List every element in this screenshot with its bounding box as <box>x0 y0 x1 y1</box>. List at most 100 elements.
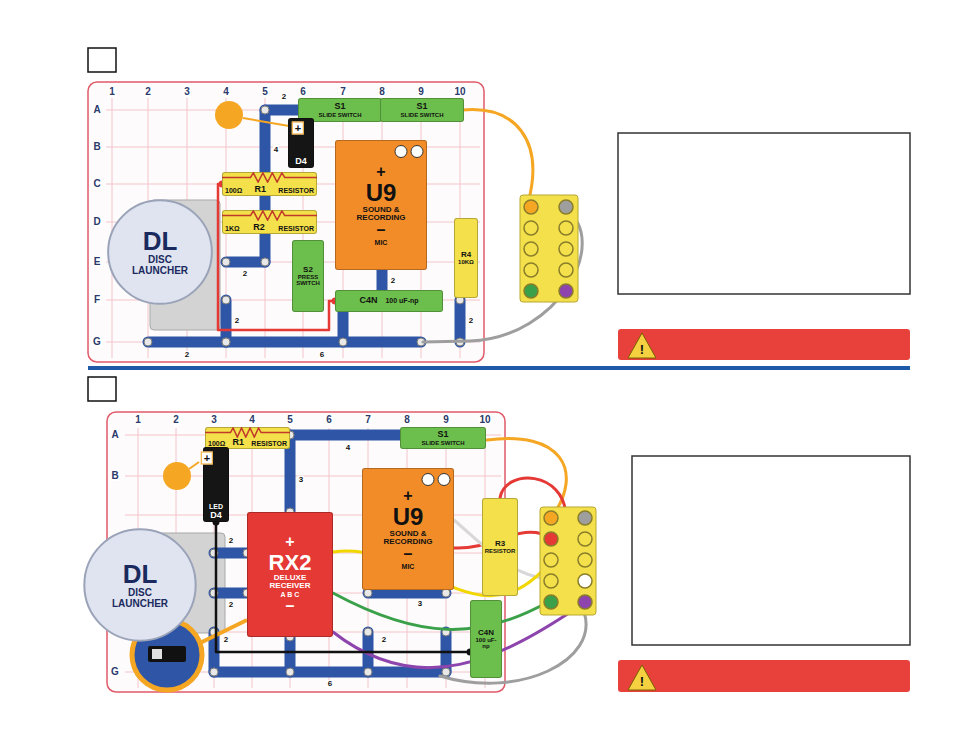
grid-coordinate: 3 <box>210 415 218 425</box>
resistor-zigzag <box>222 211 317 220</box>
part-text: RESISTOR <box>278 187 314 194</box>
snap-stud <box>339 338 347 346</box>
snap-number: 4 <box>345 444 351 452</box>
snap-stud <box>286 668 294 676</box>
resistor: R1100ΩRESISTOR <box>205 427 290 449</box>
part-text: D4 <box>295 157 307 166</box>
part-text: SOUND & RECORDING <box>350 206 412 223</box>
base-grid <box>88 82 484 362</box>
part-text: MIC <box>375 239 388 246</box>
snap-number: 2 <box>234 317 240 325</box>
terminal-hole <box>578 595 592 609</box>
grid-coordinate: 5 <box>261 87 269 97</box>
part-text: MIC <box>402 563 415 570</box>
terminal-hole <box>524 263 538 277</box>
part-text: DL <box>123 561 158 588</box>
terminal-hole <box>524 284 538 298</box>
terminal-hole <box>524 221 538 235</box>
grid-coordinate: E <box>93 257 102 267</box>
disc-launcher: DLDISC LAUNCHER <box>82 527 198 643</box>
snap-wire <box>214 548 247 559</box>
note-box <box>618 133 910 294</box>
snap-number: 2 <box>242 270 248 278</box>
snap-number: 6 <box>327 680 333 688</box>
part-text: + <box>285 534 294 551</box>
jumper-wires <box>333 110 586 684</box>
resistor-symbol <box>222 210 317 221</box>
snap-number: 3 <box>417 600 423 608</box>
part-text: 10KΩ <box>458 259 474 265</box>
knob <box>395 146 407 158</box>
terminal-hole <box>559 200 573 214</box>
snap-stud <box>261 258 269 266</box>
snap-number: 3 <box>298 476 304 484</box>
part-text: – <box>286 598 295 615</box>
snap-stud <box>222 338 230 346</box>
part-text: S1 <box>416 102 427 111</box>
snap-number: 2 <box>281 93 287 101</box>
snap-number: 2 <box>381 636 387 644</box>
grid-coordinate: 7 <box>364 415 372 425</box>
grid-coordinate: G <box>110 667 120 677</box>
grid-coordinate: 7 <box>339 87 347 97</box>
knobs <box>394 144 424 159</box>
grid-coordinate: 1 <box>134 415 142 425</box>
slide-switch: S1SLIDE SWITCH <box>400 427 486 449</box>
snap-stud <box>364 628 372 636</box>
resistor: R410KΩ <box>454 218 478 298</box>
capacitor: C4N100 uF-np <box>335 290 443 312</box>
grid-coordinate: B <box>110 471 119 481</box>
grid-coordinate: 5 <box>286 415 294 425</box>
snap-number: 2 <box>184 351 190 359</box>
disc-launcher: DLDISC LAUNCHER <box>106 198 214 306</box>
leader-line <box>243 118 289 126</box>
part-text: R1 <box>255 185 267 194</box>
snap-number: 2 <box>390 277 396 285</box>
terminal-block <box>540 507 596 615</box>
part-text: 100 uF-np <box>473 637 499 650</box>
grid-coordinate: 2 <box>144 87 152 97</box>
part-text: SLIDE SWITCH <box>319 112 362 118</box>
terminal-hole <box>578 574 592 588</box>
grid-coordinate: C <box>92 179 101 189</box>
warning-mark: ! <box>640 675 644 688</box>
part-text: – <box>377 222 386 239</box>
grid-line <box>112 98 113 358</box>
snap-wire <box>226 257 265 268</box>
grid-coordinate: 6 <box>325 415 333 425</box>
terminal-hole <box>559 221 573 235</box>
grid-coordinate: 4 <box>222 87 230 97</box>
terminal-hole <box>524 242 538 256</box>
terminal-hole <box>524 200 538 214</box>
part-text: R3 <box>495 540 505 548</box>
snap-stud <box>210 668 218 676</box>
callout-dot <box>215 101 243 129</box>
knob <box>411 146 423 158</box>
part-text: C4N <box>478 629 494 637</box>
resistor: R21KΩRESISTOR <box>222 210 317 234</box>
part-text: 100 uF-np <box>385 297 418 304</box>
resistor-symbol <box>205 427 290 438</box>
resistor: R3RESISTOR <box>482 498 518 596</box>
terminal-hole <box>578 553 592 567</box>
snap-wire <box>148 337 226 348</box>
terminal-block <box>520 195 578 302</box>
switch-slider <box>152 649 162 659</box>
part-text: 100Ω <box>208 440 225 447</box>
part-text: + <box>403 488 412 505</box>
part-text: SLIDE SWITCH <box>401 112 444 118</box>
warning-triangle <box>628 333 656 358</box>
grid-coordinate: 9 <box>417 87 425 97</box>
snap-number: 2 <box>223 636 229 644</box>
terminal-hole <box>578 532 592 546</box>
jumper-wire <box>333 593 548 629</box>
snap-wire <box>285 637 296 672</box>
grid-coordinate: F <box>93 295 101 305</box>
grid-coordinate: 9 <box>442 415 450 425</box>
grid-coordinate: A <box>92 105 101 115</box>
snap-stud <box>222 258 230 266</box>
part-text: 100Ω <box>225 187 242 194</box>
resistor-symbol <box>222 172 317 183</box>
grid-coordinate: G <box>92 337 102 347</box>
part-text: U9 <box>393 504 424 529</box>
